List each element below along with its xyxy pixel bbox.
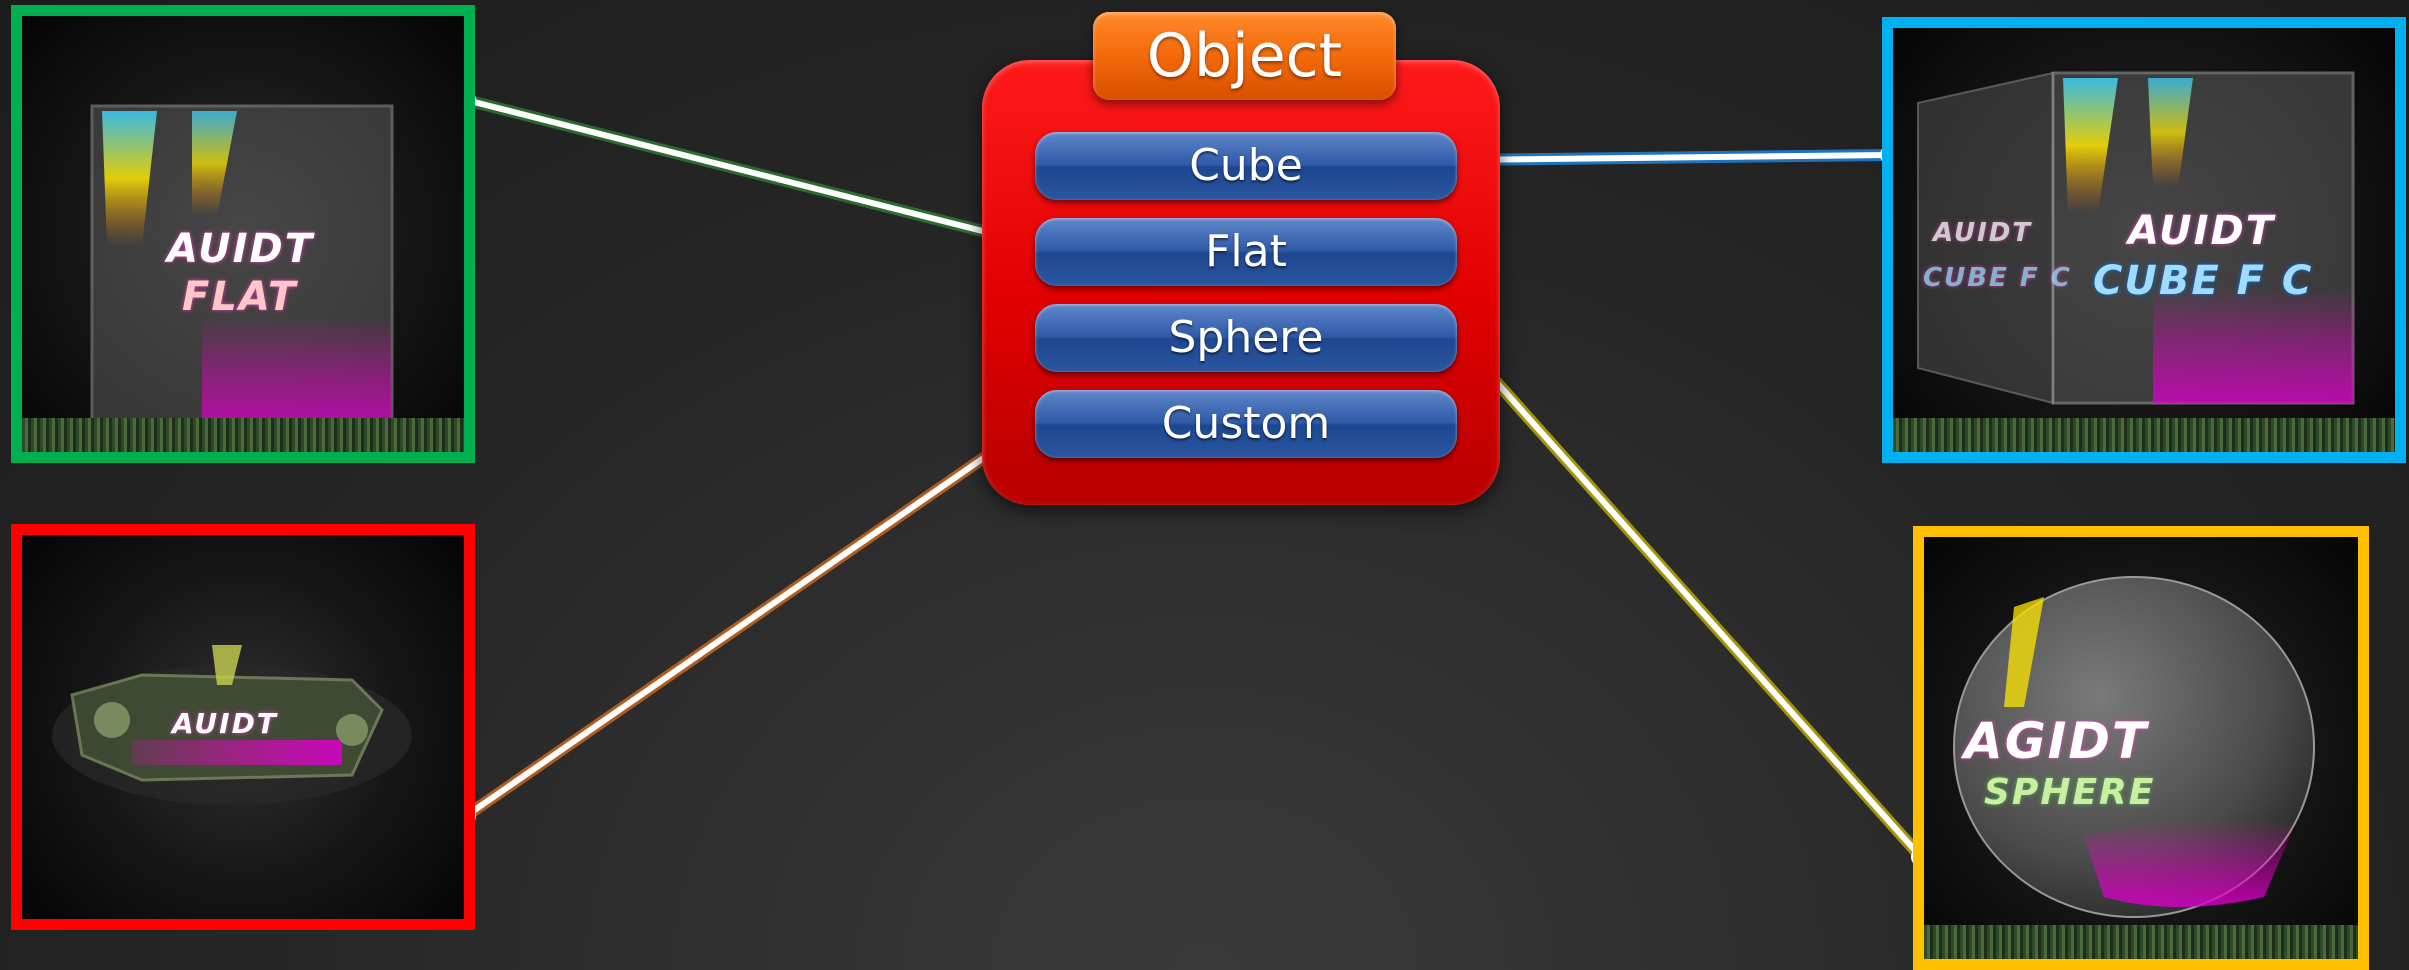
thumbnail-flat: AUIDT FLAT: [11, 5, 475, 463]
connector-cube: [1447, 145, 1900, 170]
cube-thumb-front-line2: CUBE F C: [2093, 258, 2314, 304]
sphere-button[interactable]: Sphere: [1035, 304, 1457, 372]
connector-sphere: [1447, 328, 1931, 867]
cube-button[interactable]: Cube: [1035, 132, 1457, 200]
cube-thumb-side-line1: AUIDT: [1933, 218, 2033, 248]
flat-button[interactable]: Flat: [1035, 218, 1457, 286]
cube-ground: [1893, 418, 2395, 452]
connector-custom: [456, 411, 1047, 826]
sphere-ground: [1924, 925, 2358, 959]
thumbnail-cube: AUIDT CUBE F C AUIDT CUBE F C: [1882, 17, 2406, 463]
sphere-graphic: [1953, 576, 2315, 918]
custom-button[interactable]: Custom: [1035, 390, 1457, 458]
custom-shape-graphic: [52, 645, 412, 805]
connector-flat: [456, 90, 1028, 250]
flat-plane-graphic: [90, 104, 394, 428]
thumbnail-sphere: AGIDT SPHERE: [1913, 526, 2369, 970]
cube-thumb-front-line1: AUIDT: [2128, 208, 2276, 254]
object-menu-title: Object: [1093, 12, 1396, 100]
sphere-thumb-line1: AGIDT: [1964, 712, 2148, 770]
custom-thumb-line1: AUIDT: [172, 707, 278, 740]
cube-graphic: [1917, 71, 2355, 405]
flat-thumb-line2: FLAT: [182, 274, 298, 320]
thumbnail-custom: AUIDT: [11, 524, 475, 930]
sphere-thumb-line2: SPHERE: [1984, 772, 2156, 813]
cube-thumb-side-line2: CUBE F C: [1923, 263, 2072, 293]
flat-ground: [22, 418, 464, 452]
flat-thumb-line1: AUIDT: [167, 226, 315, 272]
